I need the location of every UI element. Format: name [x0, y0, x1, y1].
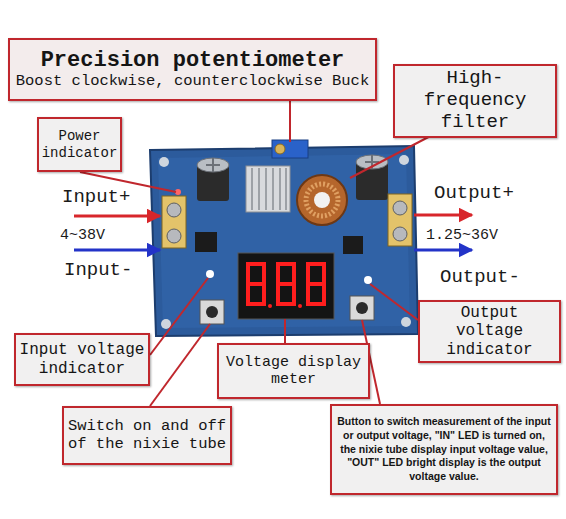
leader-line: [284, 319, 286, 343]
pcb-board: [401, 317, 411, 327]
input-capacitor: [206, 158, 220, 172]
push-button: [206, 306, 218, 318]
heatsink: [246, 166, 290, 212]
voltage-range: 1.25~36V: [426, 227, 498, 244]
input-terminals: [162, 196, 186, 248]
callout-text: Voltage display meter: [222, 354, 365, 389]
toroid-inductor: [297, 175, 347, 225]
seven-segment-display: [298, 304, 302, 308]
callout-box: Voltage display meter: [217, 343, 370, 399]
terminal-label: Input-: [64, 259, 132, 281]
callout-box: Switch on and off of the nixie tube: [62, 406, 232, 465]
seven-segment-display: [238, 253, 334, 319]
pcb-board: [150, 146, 418, 336]
terminal-label: Output+: [434, 182, 514, 204]
pcb-board: [150, 146, 418, 336]
output-terminals: [393, 201, 407, 215]
note-box: Button to switch measurement of the inpu…: [330, 404, 558, 495]
output-terminals: [388, 194, 412, 246]
terminal-label: Input+: [62, 186, 130, 208]
input-terminals: [167, 229, 181, 243]
input-arrow: [74, 215, 160, 218]
title-callout: Precision potentiometerBoost clockwise, …: [8, 38, 377, 101]
seven-segment-display: [248, 264, 264, 304]
seven-segment-display: [268, 304, 272, 308]
callout-text: Precision potentiometer: [41, 48, 345, 73]
pcb-board: [158, 154, 410, 328]
push-button: [350, 296, 374, 320]
callout-text: Input voltage indicator: [19, 341, 145, 378]
leader-line: [150, 278, 208, 355]
callout-box: Output voltage indicator: [418, 300, 561, 363]
output-arrow: [414, 214, 472, 217]
toroid-inductor: [297, 175, 347, 225]
seven-segment-display: [308, 264, 324, 304]
callout-text: Power indicator: [42, 128, 118, 160]
push-button: [200, 296, 374, 324]
input-capacitor: [197, 158, 229, 172]
output-terminals: [388, 194, 412, 246]
callout-subtext: Boost clockwise, counterclockwise Buck: [16, 73, 369, 91]
input-capacitor: [197, 158, 229, 201]
leader-line: [150, 324, 210, 406]
heatsink: [252, 168, 286, 210]
push-button: [200, 300, 224, 324]
leader-line: [350, 131, 440, 178]
heatsink: [246, 166, 290, 212]
pcb-board: [159, 157, 169, 167]
leader-line: [289, 101, 291, 142]
callout-box: High-frequency filter: [393, 64, 557, 138]
input-terminals: [162, 196, 186, 248]
push-button: [356, 302, 368, 314]
callout-text: Switch on and off of the nixie tube: [67, 418, 227, 454]
chip: [195, 232, 217, 252]
callout-text: Button to switch measurement of the inpu…: [335, 415, 553, 483]
callout-box: Input voltage indicator: [14, 333, 150, 386]
chip: [343, 236, 363, 254]
voltage-range: 4~38V: [60, 227, 105, 244]
callout-text: Output voltage indicator: [423, 304, 556, 359]
callout-box: Power indicator: [37, 117, 122, 172]
toroid-inductor: [314, 192, 330, 208]
potentiometer: [272, 140, 308, 158]
potentiometer: [272, 140, 308, 158]
input-terminals: [167, 203, 181, 217]
output-arrow: [414, 249, 472, 252]
leader-line: [370, 284, 418, 320]
callout-text: High-frequency filter: [398, 68, 552, 134]
led-indicator: [364, 276, 372, 284]
toroid-inductor: [306, 184, 338, 216]
terminal-label: Output-: [440, 266, 520, 288]
seven-segment-display: [238, 253, 334, 319]
output-terminals: [393, 227, 407, 241]
led-indicator: [206, 270, 214, 278]
pcb-board: [399, 155, 409, 165]
potentiometer: [275, 144, 285, 154]
input-arrow: [74, 249, 160, 252]
chip: [195, 232, 363, 254]
seven-segment-display: [278, 264, 294, 304]
